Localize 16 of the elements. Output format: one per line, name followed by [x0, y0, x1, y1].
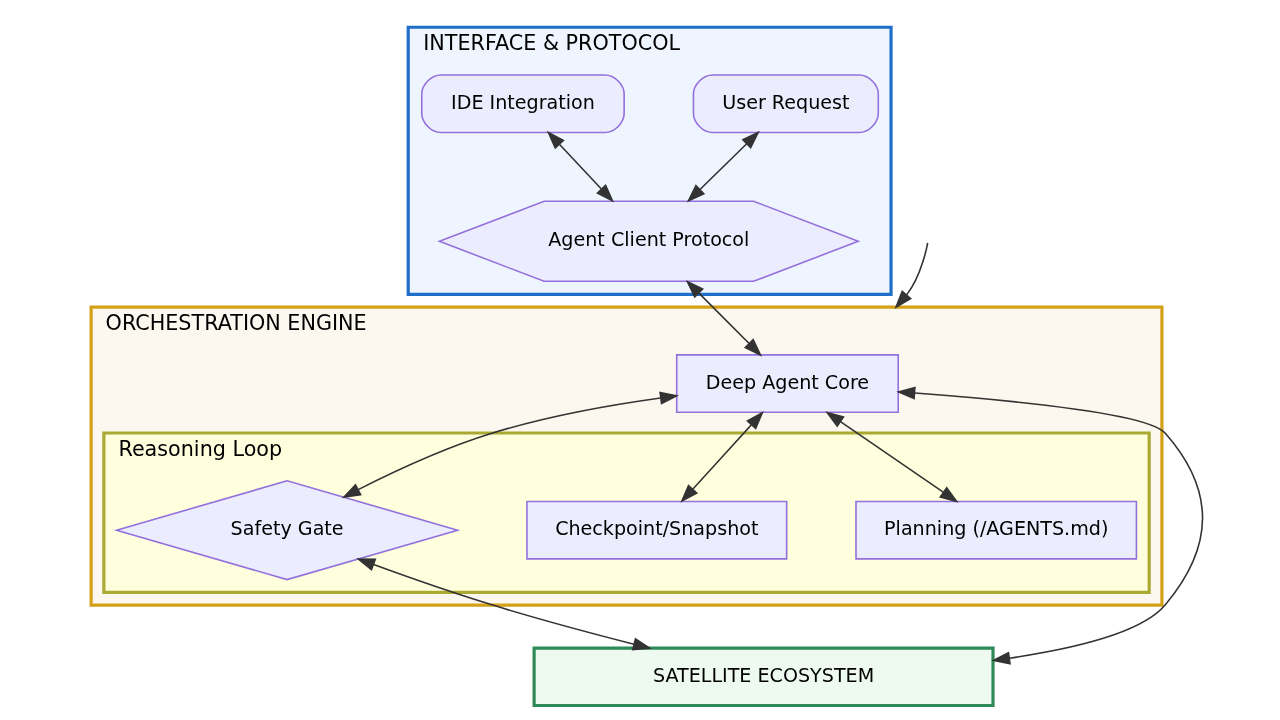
arrow [685, 279, 762, 357]
node-box: User Request [692, 74, 879, 134]
arrow [546, 130, 614, 203]
arrow [893, 242, 928, 309]
arrow [824, 411, 959, 503]
node-box: Deep Agent Core [675, 354, 899, 414]
node-box: IDE Integration [420, 74, 625, 134]
node-box: SATELLITE ECOSYSTEM [532, 646, 995, 708]
arrow [679, 411, 764, 503]
node-diamond: Safety Gate [113, 479, 460, 581]
node-box: Planning (/AGENTS.md) [854, 500, 1137, 560]
node-box: Checkpoint/Snapshot [525, 500, 787, 560]
arrow [355, 558, 652, 651]
arrow [895, 386, 1203, 665]
arrow [341, 391, 679, 499]
arrow [686, 130, 760, 203]
